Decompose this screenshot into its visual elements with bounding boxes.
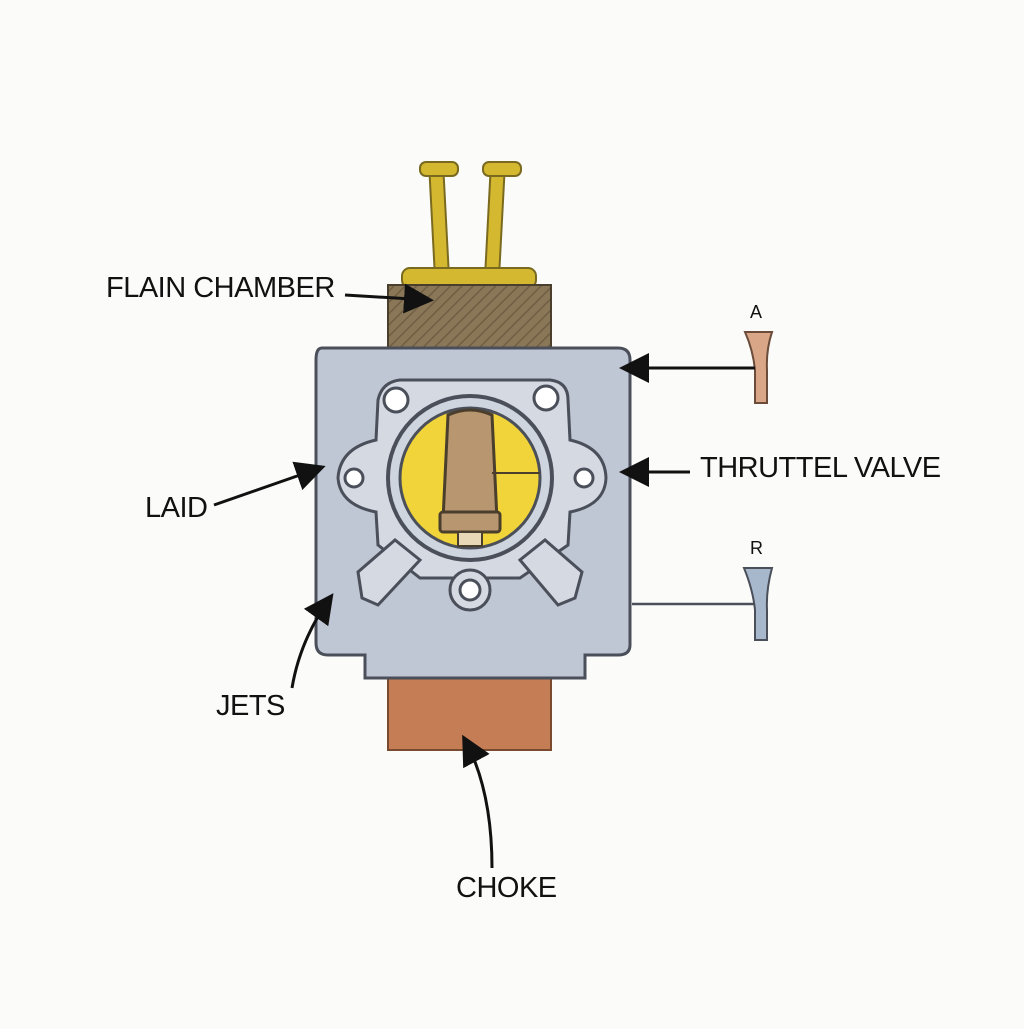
indicator-a (743, 331, 774, 404)
label-laid: LAID (145, 492, 208, 524)
choke-block (387, 671, 552, 751)
arrow-laid (213, 461, 326, 507)
float-chamber-block (387, 284, 552, 352)
label-float-chamber: FLAIN CHAMBER (106, 272, 335, 304)
label-r: R (750, 538, 763, 558)
arrow-float-chamber (344, 283, 434, 314)
leader-arrows (213, 283, 755, 869)
arrow-choke (462, 734, 494, 869)
label-a: A (750, 302, 762, 322)
arrow-jets (290, 593, 334, 689)
label-jets: JETS (216, 690, 285, 722)
label-choke: CHOKE (456, 872, 557, 904)
bolt-holes (343, 384, 595, 612)
label-throttle-valve: THRUTTEL VALVE (700, 452, 941, 484)
indicator-r (742, 567, 774, 641)
lower-arms (356, 538, 584, 607)
throttle-slide (438, 408, 540, 547)
brass-rods (401, 161, 537, 289)
